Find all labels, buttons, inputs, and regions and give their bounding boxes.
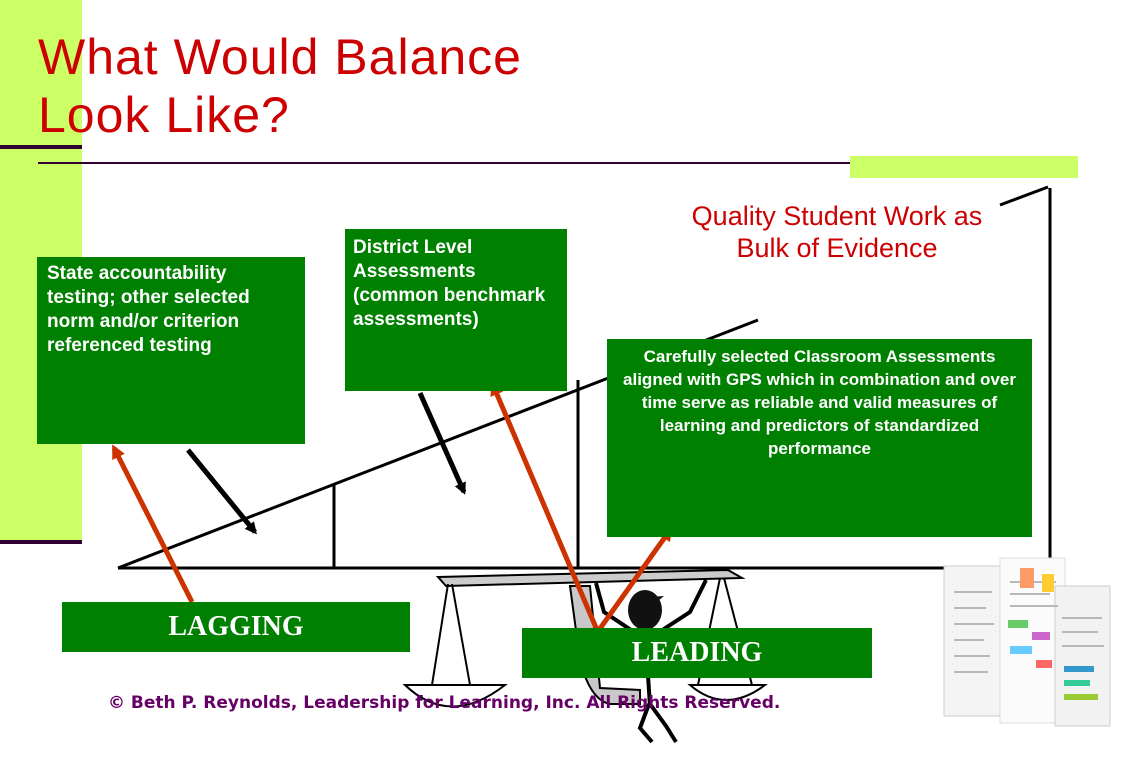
district-assessments-box: District Level Assessments (common bench…: [345, 229, 567, 391]
accent-strip: [850, 156, 1078, 178]
title-rule: [38, 162, 850, 164]
leading-label: LEADING: [522, 628, 872, 678]
title-line-2: Look Like?: [38, 87, 290, 143]
state-testing-box: State accountability testing; other sele…: [37, 257, 305, 444]
quality-student-work-label: Quality Student Work as Bulk of Evidence: [691, 201, 983, 263]
title-line-1: What Would Balance: [38, 29, 522, 85]
document-collage-icon: [943, 557, 1111, 727]
accent-divider-bottom: [0, 540, 82, 544]
black-arrows: [186, 391, 467, 535]
copyright-notice: © Beth P. Reynolds, Leadership for Learn…: [108, 693, 781, 713]
accent-divider-top: [0, 145, 82, 149]
lagging-label: LAGGING: [62, 602, 410, 652]
classroom-assessments-box: Carefully selected Classroom Assessments…: [607, 339, 1032, 537]
slide-title: What Would Balance Look Like?: [38, 28, 522, 144]
orange-arrows: [111, 381, 673, 632]
